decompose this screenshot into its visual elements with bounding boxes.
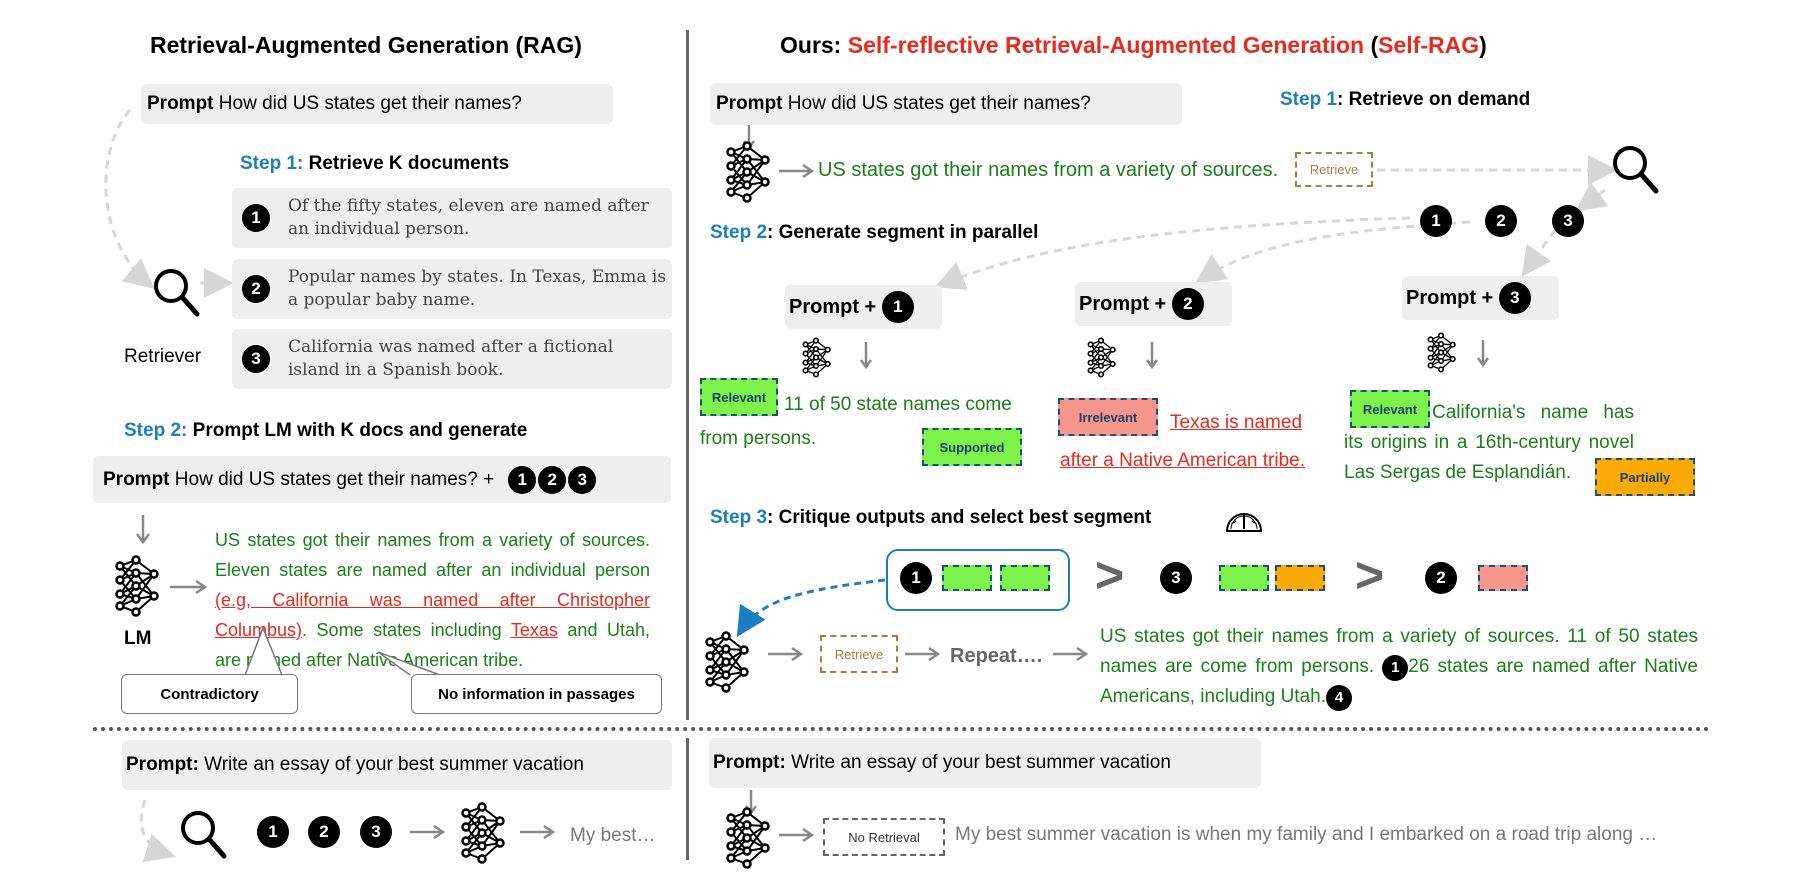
retrieved-doc-badge-2: 2: [1485, 205, 1517, 237]
no-retrieval-token: No Retrieval: [823, 818, 945, 856]
rag-vacation-output: My best…: [570, 825, 656, 846]
down-arrow-icon: [859, 342, 873, 370]
self-rag-title: Ours: Self-reflective Retrieval-Augmente…: [780, 32, 1487, 58]
down-arrow-icon: [1476, 340, 1490, 368]
panel-divider: [686, 30, 689, 720]
relevant-token: Relevant: [700, 378, 778, 416]
citation-badge: 4: [1326, 685, 1352, 711]
rag-prompt-box: Prompt How did US states get their names…: [141, 84, 613, 124]
doc-badge-2: 2: [538, 465, 567, 494]
doc-number-badge: 2: [242, 275, 270, 303]
lm-network-icon: [726, 807, 770, 869]
self-rag-final-output: US states got their names from a variety…: [1100, 622, 1698, 712]
rank-2-relevant-mark: [1219, 565, 1269, 591]
rank-2-badge: 3: [1160, 562, 1192, 594]
branch-2-segment: Texas is named after a Native American t…: [1060, 412, 1305, 471]
retrieve-token: Retrieve: [1295, 152, 1373, 187]
right-arrow-icon: [905, 646, 941, 662]
branch-1-segment: 11 of 50 state names come from persons.: [700, 394, 1012, 449]
right-arrow-icon: [170, 579, 208, 595]
retrieved-doc-3: 3 California was named after a fictional…: [232, 329, 672, 389]
lm-network-icon: [461, 802, 505, 864]
doc-badge-1: 1: [257, 816, 289, 848]
retriever-label: Retriever: [124, 346, 202, 367]
lm-network-icon: [1087, 337, 1116, 378]
lm-network-icon: [1427, 332, 1456, 373]
self-rag-step1-heading: Step 1: Retrieve on demand: [1280, 89, 1531, 110]
bottom-right-prompt: Prompt: Write an essay of your best summ…: [709, 738, 1261, 788]
right-arrow-icon: [520, 824, 556, 840]
greater-than-symbol: >: [1095, 547, 1125, 603]
repeat-label: Repeat….: [950, 645, 1043, 667]
rag-generation-text: US states got their names from a variety…: [215, 530, 650, 670]
branch-1-prompt: Prompt + 1: [785, 285, 942, 329]
down-arrow-icon: [1145, 342, 1159, 370]
doc-badge-2: 2: [308, 816, 340, 848]
no-information-callout: No information in passages: [411, 674, 662, 714]
rag-step2-heading: Step 2: Prompt LM with K docs and genera…: [124, 420, 528, 441]
rag-prompt-with-docs: Prompt How did US states get their names…: [93, 456, 671, 503]
retriever-magnifier-icon: [180, 810, 230, 870]
branch-2-prompt: Prompt + 2: [1075, 282, 1232, 326]
doc-number-badge: 3: [242, 345, 270, 373]
prompt-text: How did US states get their names?: [218, 93, 522, 114]
branch-3-segment: California's name has its origins in a 1…: [1344, 402, 1634, 483]
panel-divider: [686, 738, 689, 860]
doc-badge-1: 1: [508, 465, 537, 494]
lm-network-icon: [726, 141, 770, 203]
self-rag-prompt-box: Prompt How did US states get their names…: [710, 83, 1182, 125]
down-arrow-icon: [136, 515, 150, 545]
self-rag-step3-heading: Step 3: Critique outputs and select best…: [710, 507, 1152, 528]
retriever-magnifier-icon: [1612, 145, 1662, 201]
lm-network-icon: [802, 337, 831, 378]
unsupported-claim: Texas: [510, 620, 558, 640]
best-segment-highlight: [886, 549, 1070, 611]
lm-network-icon: [705, 631, 749, 693]
first-segment-text: US states got their names from a variety…: [818, 159, 1279, 181]
section-divider: [93, 727, 1710, 731]
irrelevant-token: Irrelevant: [1058, 398, 1158, 436]
partially-supported-token: Partially: [1595, 458, 1695, 496]
doc-number-badge: 1: [242, 204, 270, 232]
bottom-left-prompt: Prompt: Write an essay of your best summ…: [122, 740, 672, 790]
branch-3-prompt: Prompt + 3: [1402, 276, 1559, 320]
rank-3-badge: 2: [1425, 562, 1457, 594]
right-arrow-icon: [779, 163, 815, 179]
lm-label: LM: [124, 628, 152, 649]
rank-2-partial-mark: [1275, 565, 1325, 591]
rag-step1-heading: Step 1: Retrieve K documents: [240, 153, 510, 174]
doc-badge-3: 3: [568, 465, 597, 494]
self-rag-step2-heading: Step 2: Generate segment in parallel: [710, 222, 1039, 243]
rank-3-irrelevant-mark: [1478, 565, 1528, 591]
doc-badge-3: 3: [360, 816, 392, 848]
retrieved-doc-1: 1 Of the fifty states, eleven are named …: [232, 188, 672, 248]
supported-token: Supported: [922, 428, 1022, 466]
retrieved-doc-2: 2 Popular names by states. In Texas, Emm…: [232, 259, 672, 319]
doc-text: Of the fifty states, eleven are named af…: [288, 196, 649, 239]
right-arrow-icon: [1053, 646, 1089, 662]
greater-than-symbol: >: [1355, 547, 1385, 603]
rag-title: Retrieval-Augmented Generation (RAG): [150, 32, 582, 58]
prompt-label: Prompt: [147, 93, 214, 114]
retrieve-token: Retrieve: [820, 635, 898, 673]
rank-1-supported-mark: [1000, 565, 1050, 591]
right-arrow-icon: [779, 827, 815, 843]
retrieved-doc-badge-3: 3: [1552, 205, 1584, 237]
contradictory-claim: (e.g, California was named after Christo…: [215, 590, 650, 640]
rank-1-relevant-mark: [942, 565, 992, 591]
critic-gauge-icon: [1225, 513, 1263, 532]
right-arrow-icon: [410, 824, 446, 840]
retrieved-doc-badge-1: 1: [1420, 205, 1452, 237]
relevant-token: Relevant: [1350, 390, 1430, 428]
self-rag-vacation-output: My best summer vacation is when my famil…: [955, 824, 1658, 845]
doc-text: California was named after a fictional i…: [288, 337, 614, 380]
contradictory-callout: Contradictory: [121, 674, 298, 714]
citation-badge: 1: [1382, 655, 1409, 681]
right-arrow-icon: [768, 646, 804, 662]
doc-text: Popular names by states. In Texas, Emma …: [288, 267, 667, 310]
rank-1-badge: 1: [900, 562, 932, 594]
